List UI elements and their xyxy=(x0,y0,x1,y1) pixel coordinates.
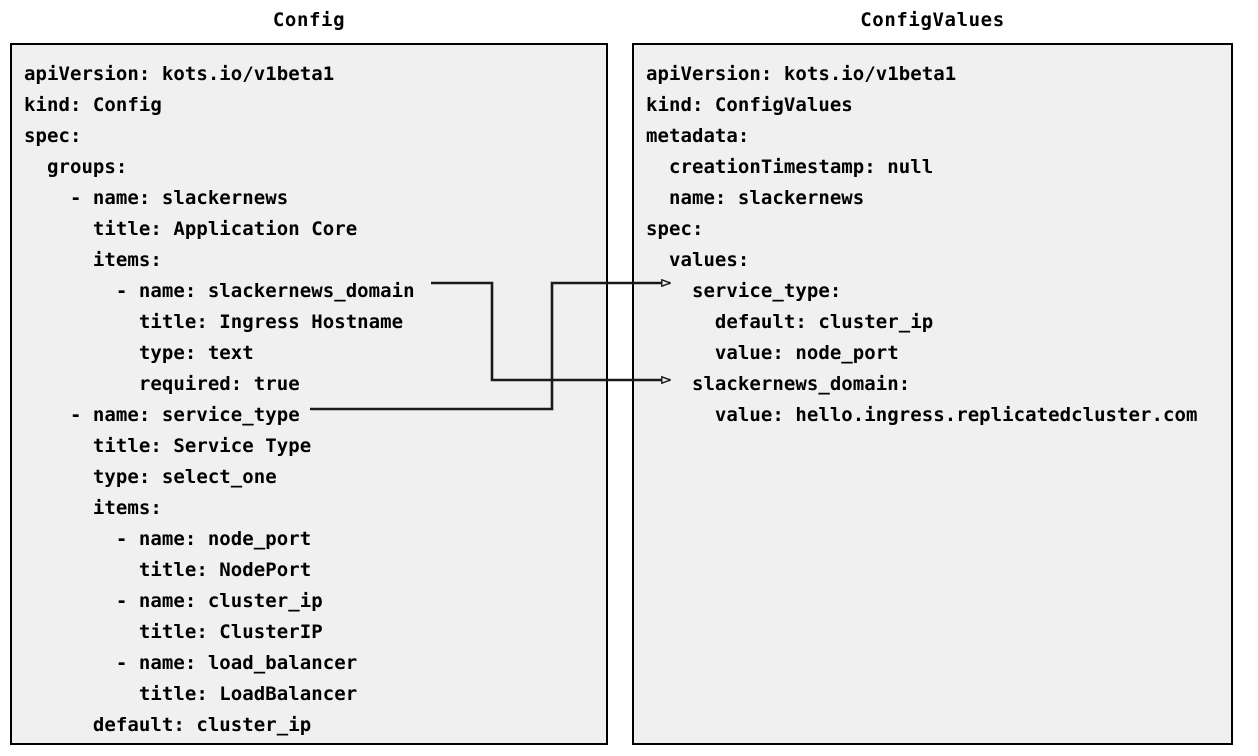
config-panel-title: Config xyxy=(272,9,346,31)
config-yaml-line: type: text xyxy=(24,342,254,364)
config-yaml-code: apiVersion: kots.io/v1beta1 kind: Config s… xyxy=(12,45,606,741)
config-yaml-line: required: true xyxy=(24,373,300,395)
config-yaml-line: groups: xyxy=(24,156,128,178)
config-yaml-line: - name: node_port xyxy=(24,528,312,550)
configvalues-yaml-line: creationTimestamp: null xyxy=(646,156,934,178)
config-yaml-line: title: NodePort xyxy=(24,559,312,581)
configvalues-yaml-line: apiVersion: kots.io/v1beta1 xyxy=(646,63,957,85)
config-yaml-line: default: cluster_ip xyxy=(24,714,312,736)
config-yaml-line: title: Service Type xyxy=(24,435,312,457)
config-yaml-line: items: xyxy=(24,497,162,519)
config-yaml-line: type: select_one xyxy=(24,466,277,488)
config-yaml-line: title: ClusterIP xyxy=(24,621,323,643)
config-yaml-line: - name: cluster_ip xyxy=(24,590,323,612)
config-yaml-line: - name: service_type xyxy=(24,404,300,426)
configvalues-yaml-line: metadata: xyxy=(646,125,750,147)
configvalues-yaml-line: values: xyxy=(646,249,750,271)
configvalues-yaml-line: value: node_port xyxy=(646,342,899,364)
configvalues-yaml-line: spec: xyxy=(646,218,704,240)
configvalues-yaml-line: default: cluster_ip xyxy=(646,311,934,333)
configvalues-yaml-line: kind: ConfigValues xyxy=(646,94,853,116)
configvalues-yaml-line: name: slackernews xyxy=(646,187,865,209)
config-yaml-line: apiVersion: kots.io/v1beta1 xyxy=(24,63,335,85)
config-yaml-line: kind: Config xyxy=(24,94,162,116)
configvalues-yaml-line: value: hello.ingress.replicatedcluster.c… xyxy=(646,404,1198,426)
configvalues-yaml-code: apiVersion: kots.io/v1beta1 kind: ConfigV… xyxy=(634,45,1231,431)
configvalues-panel-title: ConfigValues xyxy=(860,9,1005,31)
config-yaml-line: spec: xyxy=(24,125,82,147)
configvalues-yaml-line: service_type: xyxy=(646,280,842,302)
config-yaml-line: items: xyxy=(24,249,162,271)
configvalues-yaml-panel: apiVersion: kots.io/v1beta1 kind: ConfigV… xyxy=(632,43,1233,745)
config-yaml-line: - name: slackernews xyxy=(24,187,289,209)
config-yaml-panel: apiVersion: kots.io/v1beta1 kind: Config s… xyxy=(10,43,608,745)
config-yaml-line: title: Application Core xyxy=(24,218,358,240)
config-yaml-line: - name: slackernews_domain xyxy=(24,280,415,302)
configvalues-yaml-line: slackernews_domain: xyxy=(646,373,911,395)
config-yaml-line: - name: load_balancer xyxy=(24,652,358,674)
config-yaml-line: title: LoadBalancer xyxy=(24,683,358,705)
config-yaml-line: title: Ingress Hostname xyxy=(24,311,404,333)
